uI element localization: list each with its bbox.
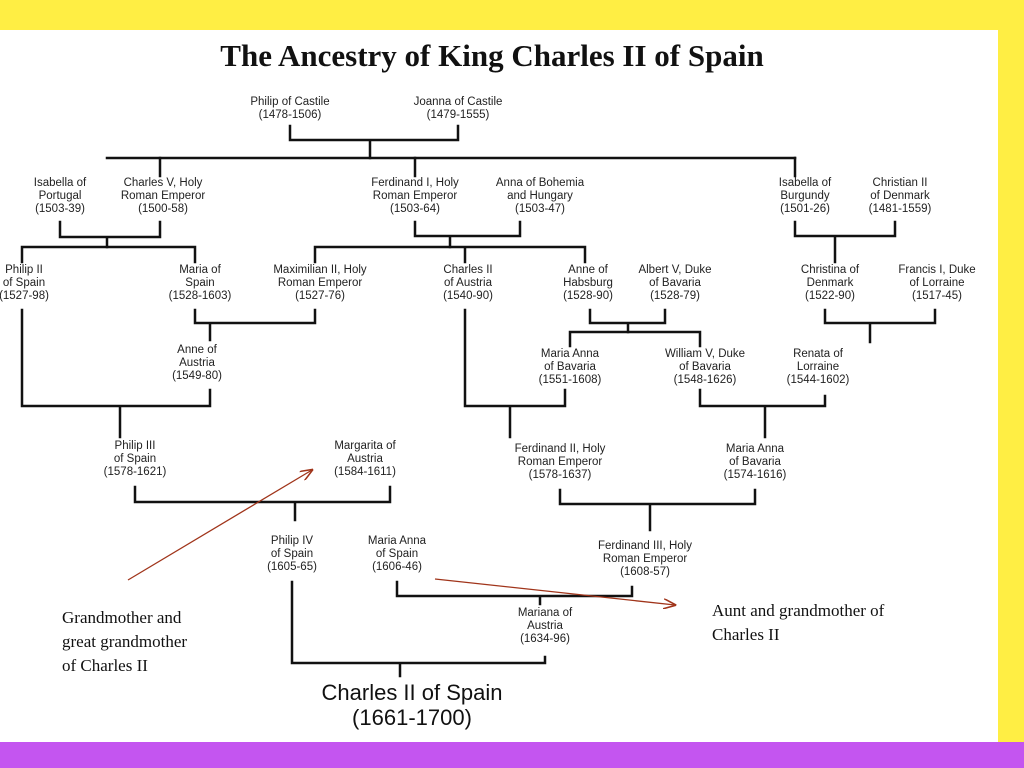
couple-line-philip-iv <box>290 580 547 678</box>
couple-line-ferdinand-ii <box>558 488 757 532</box>
couple-line-ferdinand-i <box>413 220 522 249</box>
couple-line-william-v <box>698 388 827 439</box>
couple-line-castile <box>288 124 460 160</box>
children-bar-albert-v <box>568 330 702 348</box>
couple-line-francis-i <box>823 308 937 344</box>
couple-line-christian-ii <box>793 220 897 264</box>
person-philip-of-castile: Philip of Castile(1478-1506) <box>250 96 330 121</box>
frame-bottom-border <box>0 742 1024 768</box>
couple-line-albert-v <box>588 308 667 334</box>
frame-corner <box>998 742 1024 768</box>
arrow-aunt <box>434 578 675 605</box>
arrow-grandmother <box>127 470 312 581</box>
frame-top-border <box>0 0 1024 30</box>
family-tree-lines <box>20 124 937 678</box>
frame-right-border <box>998 0 1024 768</box>
couple-line-maximilian <box>193 308 317 342</box>
children-bar-ferdinand-i <box>313 245 587 264</box>
couple-line-philip-ii <box>20 308 212 439</box>
person-charles-ii-of-spain: Charles II of Spain(1661-1700) <box>321 680 503 730</box>
couple-line-charles-v <box>58 220 162 249</box>
children-bar-charles-v <box>20 245 197 264</box>
person-joanna-of-castile: Joanna of Castile(1479-1555) <box>413 96 503 121</box>
couple-line-charles-ii-austria <box>463 308 567 439</box>
couple-line-ferdinand-iii <box>395 580 634 606</box>
couple-line-philip-iii <box>133 485 392 522</box>
page-title: The Ancestry of King Charles II of Spain <box>220 38 764 73</box>
